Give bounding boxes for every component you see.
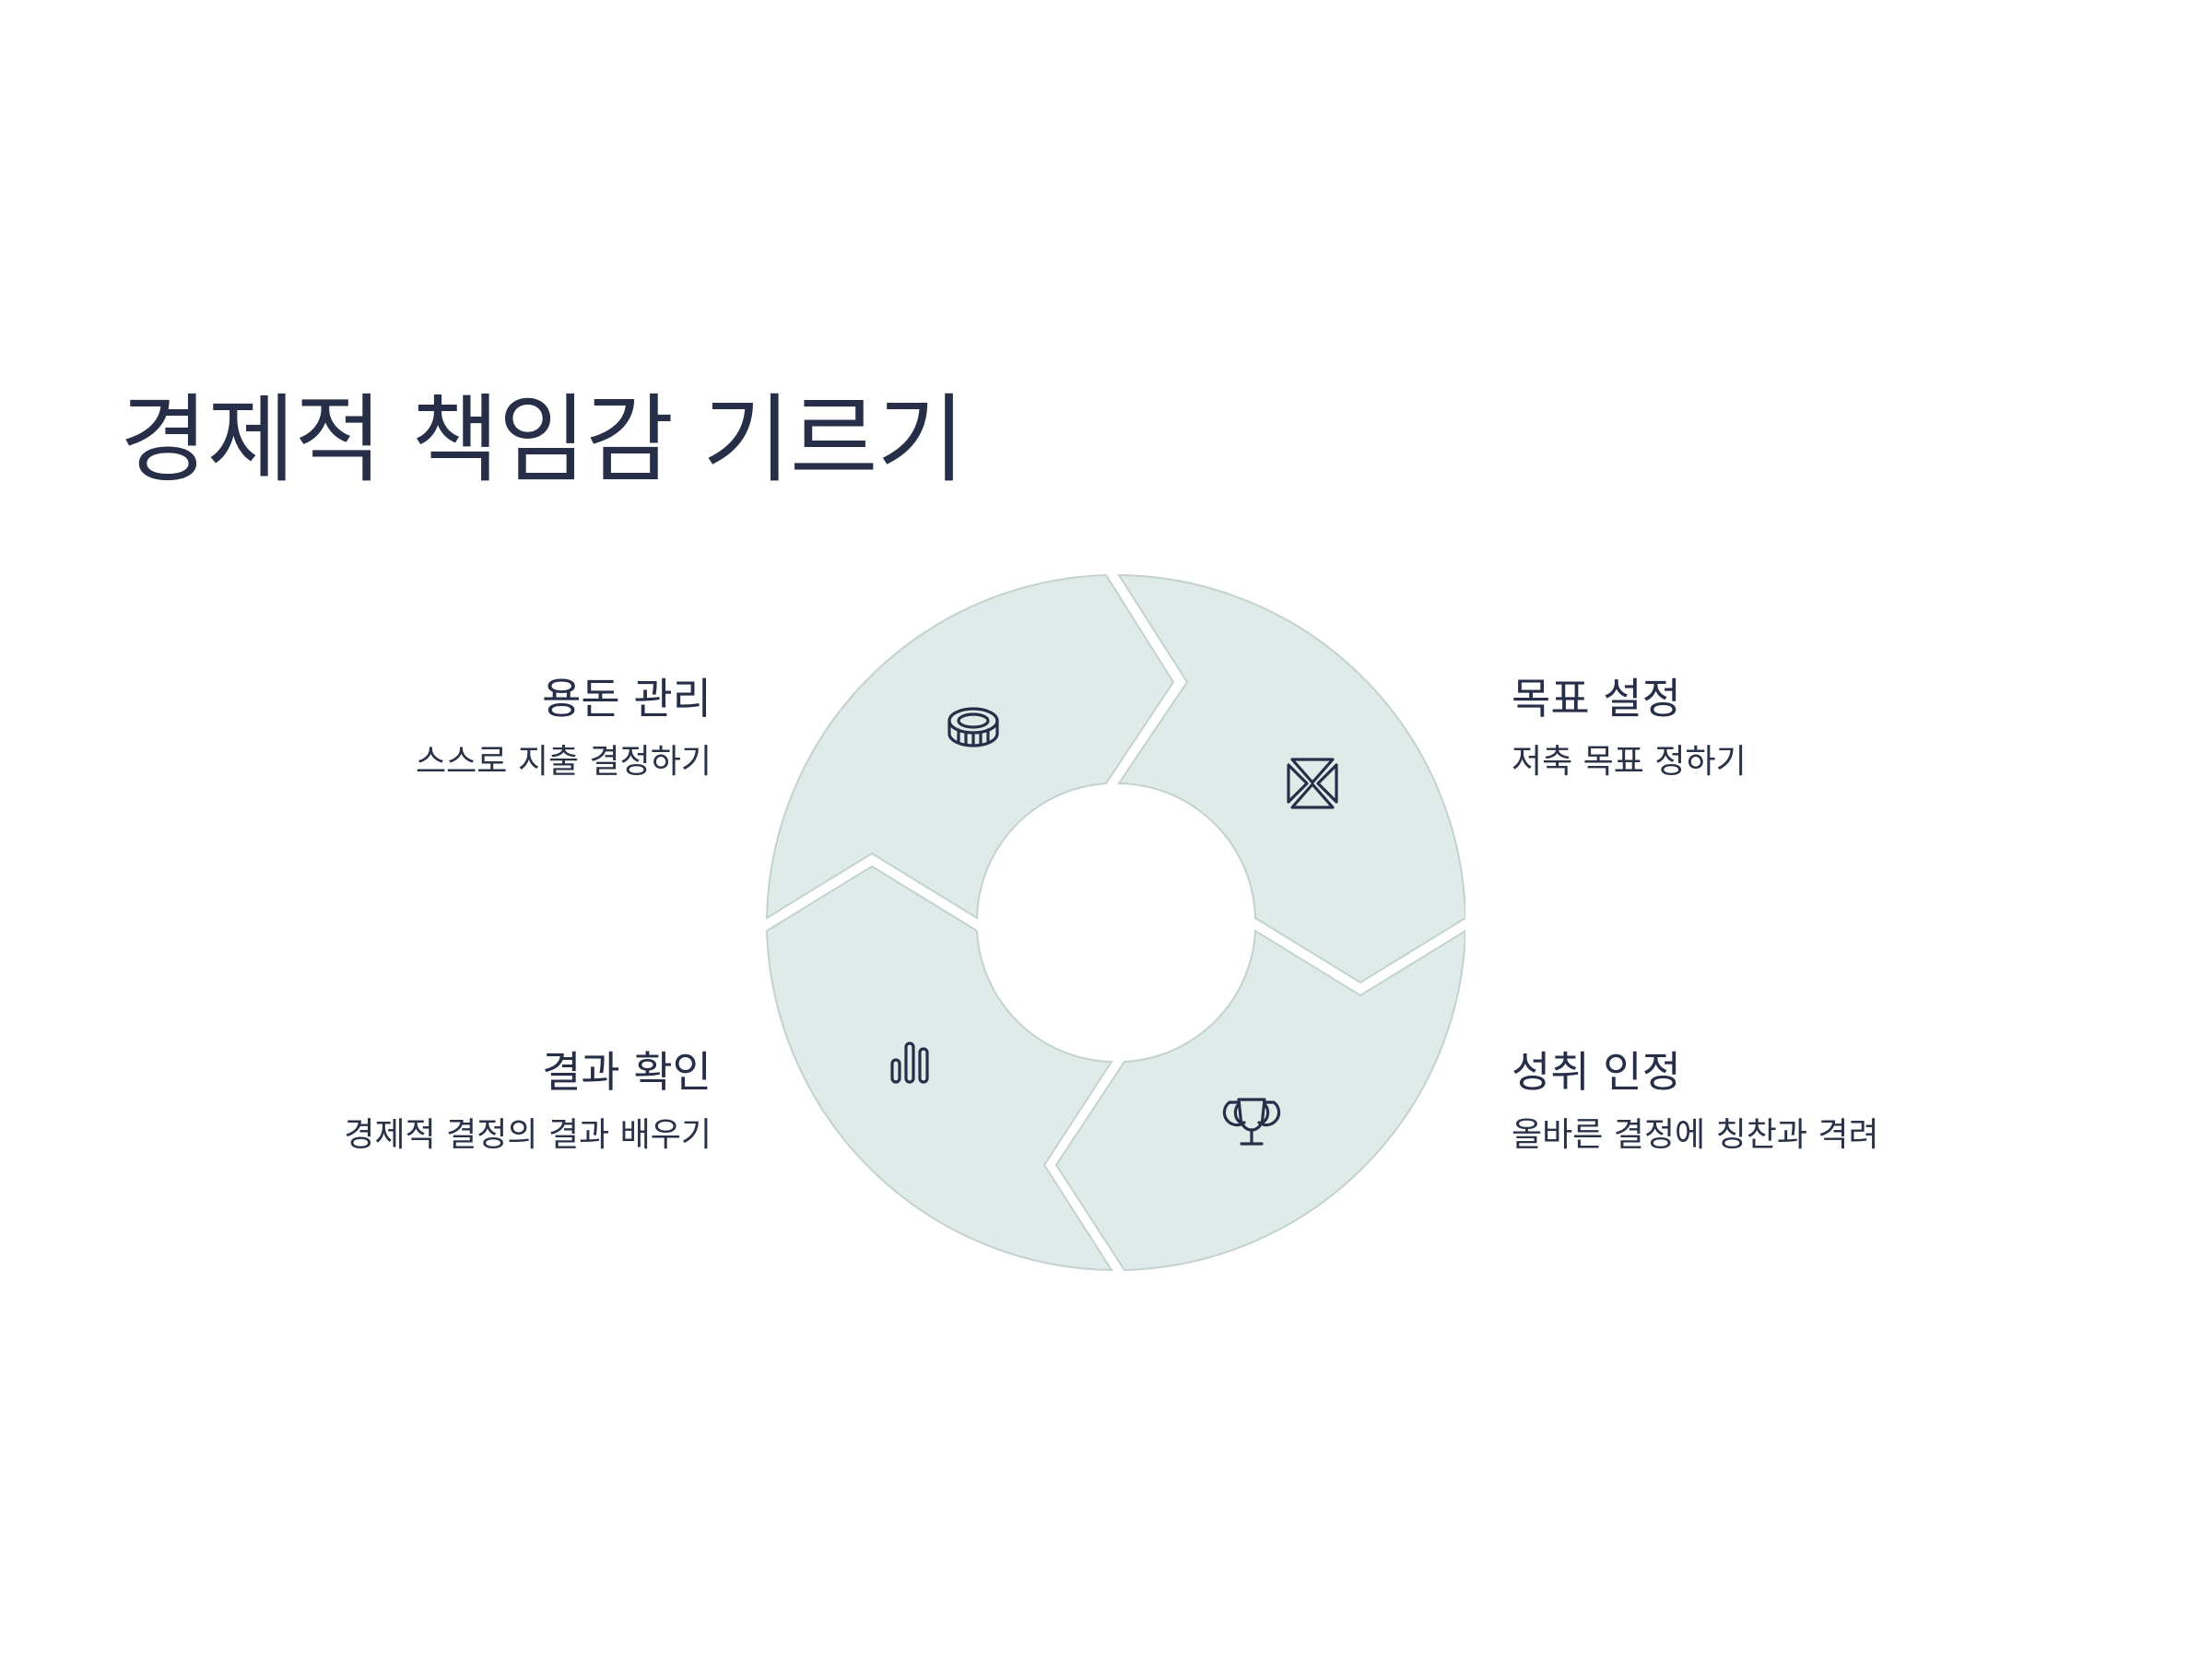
page-title: 경제적 책임감 기르기 bbox=[120, 383, 965, 496]
step-goal-label: 목표 설정 저축 목표 정하기 bbox=[1512, 677, 2065, 779]
step-result-label: 결과 확인 경제적 결정의 결과 배우기 bbox=[159, 1051, 712, 1152]
trophy-icon bbox=[1222, 1098, 1281, 1146]
hourglass-icon bbox=[1287, 758, 1338, 809]
cycle-segment-result bbox=[765, 865, 1113, 1272]
step-description: 저축 목표 정하기 bbox=[1512, 743, 1747, 781]
cycle-segment-goal bbox=[1117, 573, 1465, 984]
coin-icon bbox=[947, 707, 999, 747]
step-allowance-label: 용돈 관리 스스로 지출 결정하기 bbox=[159, 677, 712, 779]
step-heading: 성취 인정 bbox=[1512, 1047, 1681, 1097]
step-achievement-label: 성취 인정 올바른 결정에 칭찬과 격려 bbox=[1512, 1051, 2065, 1152]
step-description: 올바른 결정에 칭찬과 격려 bbox=[1512, 1116, 1879, 1154]
bar-chart-icon bbox=[890, 1041, 929, 1084]
step-heading: 용돈 관리 bbox=[542, 674, 712, 724]
step-description: 스스로 지출 결정하기 bbox=[416, 743, 712, 781]
cycle-diagram bbox=[765, 573, 1465, 1272]
step-heading: 목표 설정 bbox=[1512, 674, 1681, 724]
step-description: 경제적 결정의 결과 배우기 bbox=[344, 1116, 712, 1154]
step-heading: 결과 확인 bbox=[542, 1047, 712, 1097]
